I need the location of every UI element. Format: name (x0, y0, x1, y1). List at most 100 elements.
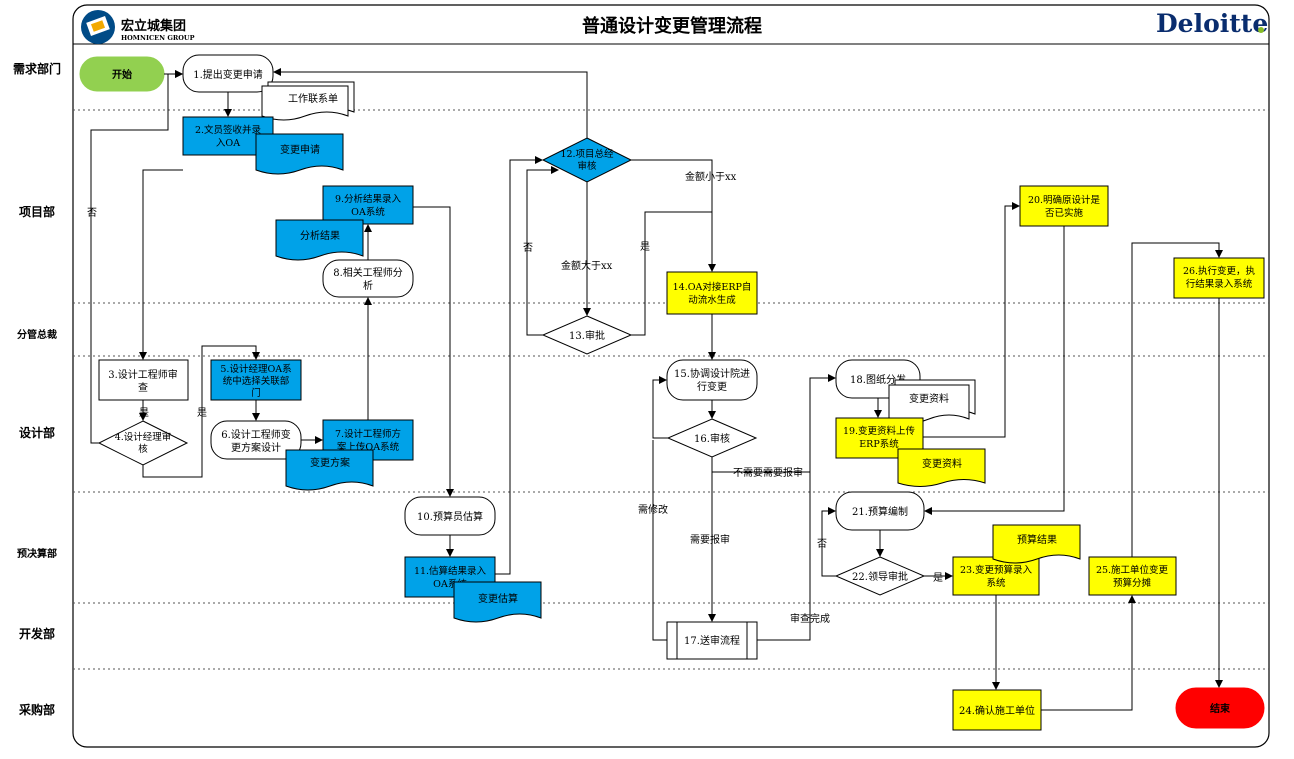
svg-text:变更资料: 变更资料 (922, 457, 962, 470)
label-review-done: 审查完成 (790, 612, 830, 625)
svg-text:12.项目总经: 12.项目总经 (560, 148, 614, 160)
svg-text:析: 析 (363, 279, 373, 292)
svg-text:行结果录入系统: 行结果录入系统 (1186, 278, 1253, 290)
doc-change-material-2: 变更资料 (897, 448, 986, 487)
step-6-design-change-plan: 6.设计工程师变 更方案设计 (210, 420, 302, 460)
svg-text:6.设计工程师变: 6.设计工程师变 (221, 428, 291, 441)
doc-change-request: 变更申请 (255, 133, 344, 175)
svg-text:22.领导审批: 22.领导审批 (852, 570, 908, 583)
svg-text:25.施工单位变更: 25.施工单位变更 (1096, 564, 1169, 576)
step-26-execute-change: 26.执行变更，执 行结果录入系统 (1173, 257, 1265, 299)
lane-label-project: 项目部 (19, 204, 55, 219)
svg-text:系统: 系统 (986, 577, 1006, 589)
doc-change-estimate: 变更估算 (453, 581, 542, 623)
svg-text:变更申请: 变更申请 (280, 143, 320, 156)
svg-text:5.设计经理OA系: 5.设计经理OA系 (220, 363, 291, 375)
label-no-left: 否 (87, 207, 97, 219)
svg-text:2.文员签收并录: 2.文员签收并录 (195, 124, 262, 136)
svg-text:4.设计经理审: 4.设计经理审 (115, 431, 172, 443)
svg-text:统中选择关联部: 统中选择关联部 (223, 375, 290, 387)
svg-text:15.协调设计院进: 15.协调设计院进 (674, 367, 750, 380)
label-no-22: 否 (817, 538, 827, 550)
svg-text:预算结果: 预算结果 (1017, 533, 1057, 546)
svg-text:OA系统: OA系统 (351, 206, 385, 218)
label-no-need-report: 不需要需要报审 (733, 466, 803, 479)
svg-text:行变更: 行变更 (697, 380, 727, 393)
svg-text:变更估算: 变更估算 (478, 592, 518, 605)
step-14-oa-erp-sync: 14.OA对接ERP自 动流水生成 (666, 271, 758, 315)
svg-text:7.设计工程师方: 7.设计工程师方 (335, 428, 401, 440)
lane-label-budget: 预决算部 (17, 547, 57, 560)
label-amount-less: 金额小于xx (685, 170, 737, 183)
step-5-select-departments: 5.设计经理OA系 统中选择关联部 门 (210, 359, 302, 401)
connectors (90, 68, 1223, 711)
step-13-approval: 13.审批 (541, 315, 633, 355)
label-need-report: 需要报审 (690, 533, 730, 546)
svg-text:分析结果: 分析结果 (300, 229, 340, 242)
step-22-leader-approval: 22.领导审批 (834, 556, 926, 596)
end-node: 结束 (1175, 687, 1265, 729)
svg-text:3.设计工程师审: 3.设计工程师审 (108, 368, 178, 381)
svg-text:动流水生成: 动流水生成 (688, 294, 736, 306)
svg-text:变更资料: 变更资料 (909, 392, 949, 405)
lane-label-design: 设计部 (19, 425, 55, 440)
svg-text:1.提出变更申请: 1.提出变更申请 (193, 68, 263, 81)
step-12-project-gm-review: 12.项目总经 审核 (541, 137, 633, 183)
lane-label-vp: 分管总裁 (17, 328, 57, 341)
svg-text:18.图纸分发: 18.图纸分发 (850, 373, 906, 386)
svg-text:26.执行变更，执: 26.执行变更，执 (1183, 265, 1256, 277)
svg-text:否已实施: 否已实施 (1045, 207, 1084, 219)
svg-text:23.变更预算录入: 23.变更预算录入 (960, 564, 1033, 576)
step-4-manager-approve: 4.设计经理审 核 (97, 420, 189, 466)
svg-text:门: 门 (251, 387, 261, 399)
start-node: 开始 (79, 56, 165, 92)
step-20-confirm-implemented: 20.明确原设计是 否已实施 (1019, 185, 1109, 227)
step-16-review: 16.审核 (666, 418, 758, 458)
svg-text:17.送审流程: 17.送审流程 (684, 634, 740, 647)
svg-text:16.审核: 16.审核 (694, 432, 730, 445)
svg-text:工作联系单: 工作联系单 (288, 93, 338, 105)
svg-text:8.相关工程师分: 8.相关工程师分 (333, 266, 403, 279)
svg-text:20.明确原设计是: 20.明确原设计是 (1028, 194, 1101, 206)
step-15-coordinate-institute: 15.协调设计院进 行变更 (666, 359, 758, 401)
deloitte-logo: Deloitte (1156, 9, 1268, 38)
svg-text:10.预算员估算: 10.预算员估算 (417, 510, 483, 523)
svg-text:预算分摊: 预算分摊 (1113, 577, 1152, 589)
doc-change-plan: 变更方案 (285, 449, 374, 491)
label-need-modify: 需修改 (638, 503, 668, 516)
label-amount-greater: 金额大于xx (561, 259, 613, 272)
step-17-submit-review: 17.送审流程 (666, 621, 758, 660)
lane-label-development: 开发部 (19, 626, 55, 641)
page-title: 普通设计变更管理流程 (582, 15, 762, 37)
step-25-contractor-allocation: 25.施工单位变更 预算分摊 (1088, 556, 1177, 596)
svg-text:更方案设计: 更方案设计 (231, 441, 281, 454)
step-23-budget-entry: 23.变更预算录入 系统 (952, 556, 1040, 596)
company-name-en: HOMNICEN GROUP (121, 34, 195, 42)
deloitte-dot-icon (1258, 27, 1264, 33)
doc-work-contact: 工作联系单 (261, 81, 355, 121)
step-3-engineer-review: 3.设计工程师审 查 (98, 359, 189, 401)
doc-budget-result: 预算结果 (992, 524, 1081, 564)
svg-text:19.变更资料上传: 19.变更资料上传 (843, 425, 916, 437)
step-10-budget-estimate: 10.预算员估算 (404, 496, 496, 536)
svg-text:查: 查 (138, 381, 148, 394)
label-yes-13: 是 (640, 241, 650, 253)
svg-text:结束: 结束 (1210, 702, 1231, 715)
outer-frame (72, 4, 1270, 748)
step-11-estimate-entry: 11.估算结果录入 OA系统 (404, 556, 496, 598)
company-name-cn: 宏立城集团 (121, 18, 186, 34)
svg-text:9.分析结果录入: 9.分析结果录入 (335, 193, 402, 205)
lane-label-demand: 需求部门 (13, 61, 61, 76)
label-yes-3: 是 (139, 407, 149, 419)
svg-text:入OA: 入OA (216, 138, 240, 149)
doc-analysis-result: 分析结果 (275, 219, 364, 261)
svg-text:21.预算编制: 21.预算编制 (852, 505, 908, 518)
svg-text:变更方案: 变更方案 (310, 456, 350, 469)
company-logo: 宏立城集团 HOMNICEN GROUP (81, 10, 195, 44)
step-24-confirm-contractor: 24.确认施工单位 (952, 689, 1042, 731)
step-1-submit-request: 1.提出变更申请 (182, 54, 274, 93)
svg-text:24.确认施工单位: 24.确认施工单位 (959, 704, 1035, 717)
lane-label-procurement: 采购部 (18, 702, 55, 717)
svg-text:11.估算结果录入: 11.估算结果录入 (414, 565, 487, 577)
